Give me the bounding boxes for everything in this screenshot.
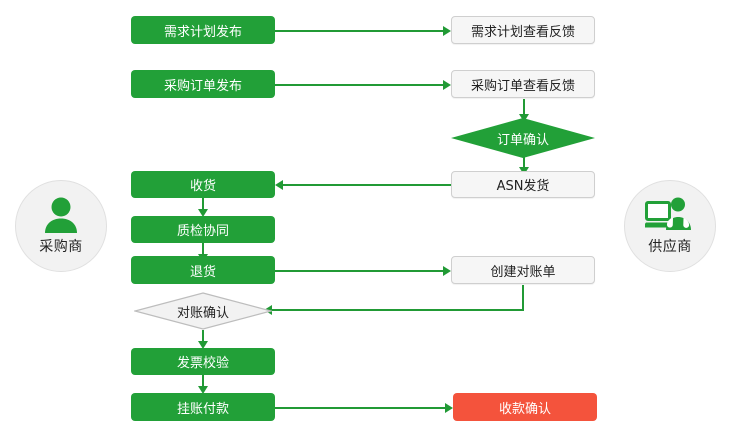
actor-buyer[interactable]: 采购商 — [15, 180, 107, 272]
edge-po-to-confirm-arrow — [519, 114, 529, 122]
edge-payment-to-receipt — [275, 407, 445, 409]
edge-confirm-to-asn — [523, 156, 525, 170]
node-po-feedback-label: 采购订单查看反馈 — [470, 78, 575, 94]
node-receipt-confirm-label: 收款确认 — [498, 401, 551, 417]
edge-po-to-confirm — [523, 99, 525, 116]
node-payment-posting[interactable]: 挂账付款 — [131, 393, 275, 421]
node-invoice-verify-label: 发票校验 — [176, 356, 229, 371]
node-create-statement[interactable]: 创建对账单 — [451, 256, 595, 284]
node-payment-posting-label: 挂账付款 — [176, 401, 229, 417]
node-receive-goods-label: 收货 — [189, 179, 216, 194]
person-computer-icon — [642, 196, 695, 234]
node-po-publish-label: 采购订单发布 — [163, 78, 242, 94]
node-po-feedback[interactable]: 采购订单查看反馈 — [451, 70, 595, 98]
node-demand-plan-feedback-label: 需求计划查看反馈 — [470, 24, 575, 40]
node-asn-shipment[interactable]: ASN发货 — [451, 171, 595, 198]
node-invoice-verify[interactable]: 发票校验 — [131, 348, 275, 375]
actor-buyer-label: 采购商 — [39, 239, 83, 255]
edge-demand-plan-arrow — [443, 26, 451, 36]
edge-asn-to-receive — [283, 184, 453, 186]
node-quality-collab-label: 质检协同 — [176, 224, 229, 239]
edge-statement-to-reconcile — [272, 309, 524, 311]
edge-statement-down — [522, 285, 524, 311]
edge-asn-to-receive-arrow — [275, 180, 283, 190]
node-demand-plan-publish-label: 需求计划发布 — [163, 24, 242, 40]
edge-po-publish-arrow — [443, 80, 451, 90]
edge-po-publish — [275, 84, 443, 86]
diamond-shape-reconcile-confirm — [134, 292, 272, 330]
node-quality-collab[interactable]: 质检协同 — [131, 216, 275, 243]
node-order-confirm[interactable]: 订单确认 — [451, 118, 595, 158]
edge-return-to-statement-arrow — [443, 266, 451, 276]
node-return-goods-label: 退货 — [189, 264, 216, 280]
node-order-confirm-label: 订单确认 — [496, 132, 549, 148]
node-reconcile-confirm[interactable]: 对账确认 — [134, 292, 272, 330]
node-receipt-confirm[interactable]: 收款确认 — [453, 393, 597, 421]
actor-supplier[interactable]: 供应商 — [624, 180, 716, 272]
edge-receive-to-qc — [202, 198, 204, 212]
node-reconcile-confirm-label: 对账确认 — [176, 305, 229, 321]
edge-invoice-to-payment-arrow — [198, 386, 208, 394]
node-return-goods[interactable]: 退货 — [131, 256, 275, 284]
edge-payment-to-receipt-arrow — [445, 403, 453, 413]
edge-demand-plan — [275, 30, 443, 32]
node-create-statement-label: 创建对账单 — [490, 264, 556, 280]
edge-invoice-to-payment — [202, 375, 204, 389]
node-demand-plan-feedback[interactable]: 需求计划查看反馈 — [451, 16, 595, 44]
edge-qc-to-return — [202, 243, 204, 256]
edge-return-to-statement — [275, 270, 443, 272]
person-icon — [41, 196, 81, 234]
actor-supplier-label: 供应商 — [648, 239, 692, 255]
diamond-shape-order-confirm — [451, 118, 595, 158]
node-receive-goods[interactable]: 收货 — [131, 171, 275, 198]
edge-receive-to-qc-arrow — [198, 209, 208, 217]
edge-reconcile-to-invoice-arrow — [198, 341, 208, 349]
node-po-publish[interactable]: 采购订单发布 — [131, 70, 275, 98]
node-demand-plan-publish[interactable]: 需求计划发布 — [131, 16, 275, 44]
edge-reconcile-to-invoice — [202, 330, 204, 343]
node-asn-shipment-label: ASN发货 — [496, 179, 550, 194]
